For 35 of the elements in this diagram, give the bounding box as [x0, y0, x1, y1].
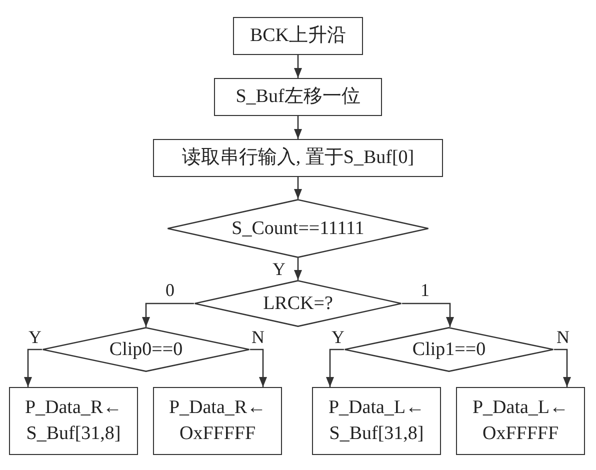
flow-arrow	[250, 348, 267, 387]
edge-label: N	[556, 328, 570, 346]
process-box	[312, 387, 441, 455]
condition-text: Clip0==0	[109, 338, 183, 362]
edge-label: Y	[28, 328, 42, 346]
step-text: 读取串行输入, 置于S_Buf[0]	[182, 146, 414, 170]
condition-text: LRCK=?	[263, 292, 333, 316]
edge-label: 1	[420, 281, 430, 299]
step-text: P_Data_L← OxFFFFF	[471, 396, 570, 446]
condition-text: Clip1==0	[412, 338, 486, 362]
process-box	[153, 387, 282, 455]
step-text: P_Data_R← S_Buf[31,8]	[24, 396, 124, 446]
flow-arrow	[294, 258, 302, 280]
flow-arrow	[294, 177, 302, 199]
flow-arrow	[24, 348, 42, 387]
flow-arrow	[294, 55, 302, 78]
flow-arrow	[326, 348, 344, 387]
flow-arrow	[554, 348, 571, 387]
edge-label: N	[252, 328, 264, 346]
edge-label: Y	[332, 328, 344, 346]
process-box	[233, 17, 363, 55]
flow-arrow	[402, 302, 454, 327]
process-box	[456, 387, 585, 455]
process-box	[214, 78, 382, 116]
process-box	[153, 139, 443, 177]
process-box	[9, 387, 138, 455]
flow-arrow	[142, 302, 194, 327]
step-text: BCK上升沿	[250, 24, 346, 48]
edge-label: Y	[272, 260, 286, 278]
edge-label: 0	[166, 281, 174, 299]
flow-arrow	[294, 116, 302, 139]
step-text: P_Data_L← S_Buf[31,8]	[327, 396, 426, 446]
condition-text: S_Count==11111	[232, 216, 364, 241]
step-text: P_Data_R← OxFFFFF	[168, 396, 268, 446]
step-text: S_Buf左移一位	[236, 85, 360, 110]
